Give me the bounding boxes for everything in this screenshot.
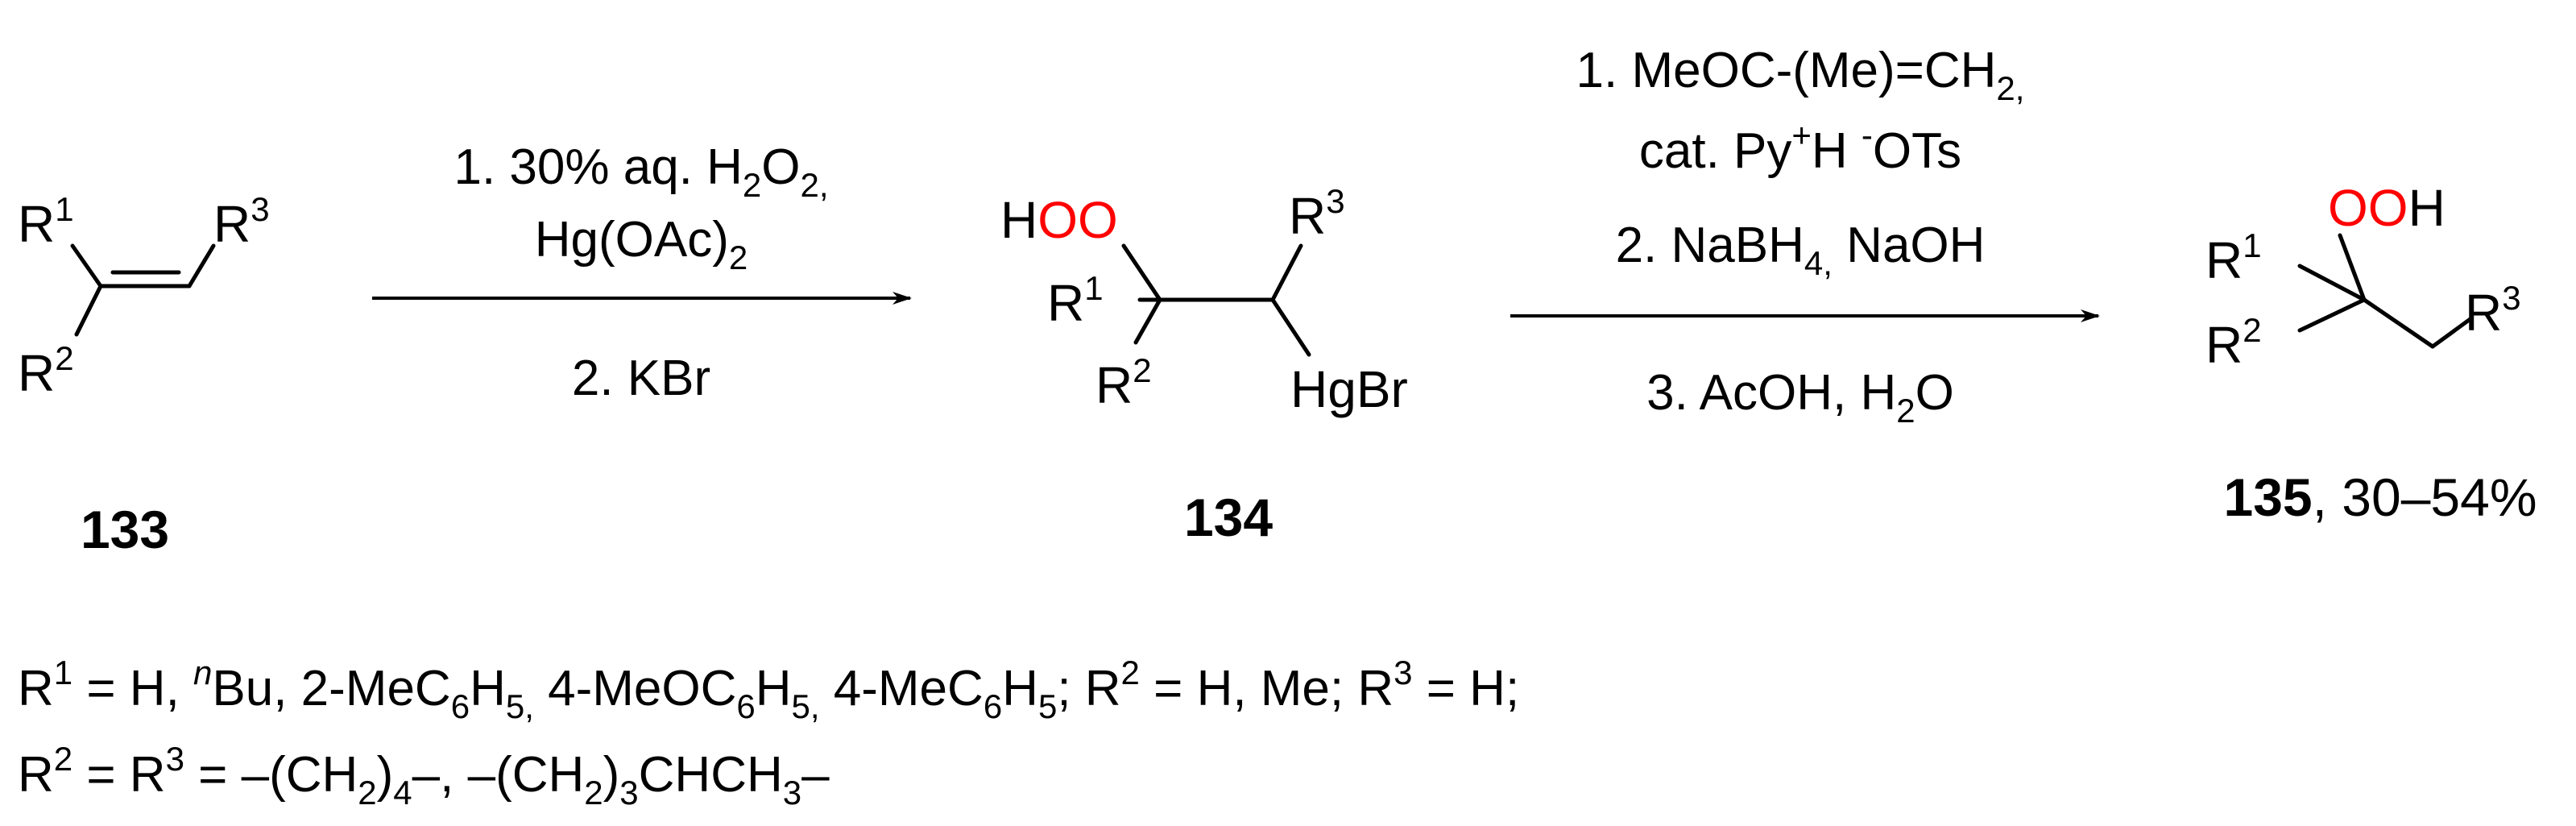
step1-reagent-line3: 2. KBr [572, 351, 710, 406]
label-133-r2: R2 [18, 339, 74, 402]
label-134-hoo: HOO [1000, 191, 1118, 249]
compound-133-structure: R1 R3 R2 [18, 190, 270, 402]
bond-133-c1-r2 [74, 284, 103, 337]
bond-133-c2-r3 [187, 243, 216, 288]
substituent-legend-line1: R1 = H, nBu, 2-MeC6H5, 4-MeOC6H5, 4-MeC6… [18, 654, 1519, 725]
step2-reagent-line3: 2. NaBH4, NaOH [1616, 218, 1986, 282]
bond-135-c2-r3 [2430, 316, 2474, 349]
label-135-r3: R3 [2465, 279, 2521, 342]
label-133-r3: R3 [213, 190, 270, 253]
label-134-r3: R3 [1289, 182, 1345, 245]
bond-135-c1-c2 [2362, 297, 2435, 349]
bond-134-c1-r2 [1133, 297, 1162, 345]
label-133-r1: R1 [18, 190, 74, 253]
compound-133-label: 133 [81, 500, 169, 559]
label-134-r1: R1 [1047, 269, 1104, 332]
bond-134-c2-r3 [1270, 243, 1303, 302]
label-134-r2: R2 [1095, 351, 1152, 414]
step1-reagent-line2: Hg(OAc)2 [535, 212, 748, 276]
label-134-hgbr: HgBr [1290, 360, 1408, 418]
bond-135-r1-c1 [2297, 264, 2367, 302]
step2-reagent-line4: 3. AcOH, H2O [1646, 365, 1954, 430]
bond-134-c2-hg [1270, 297, 1311, 357]
step2-reagent-line1: 1. MeOC-(Me)=CH2, [1576, 43, 2025, 107]
bond-135-r2-c1 [2297, 297, 2367, 333]
bond-134-o-c1 [1121, 243, 1162, 302]
step2-reagent-line2: cat. Py+H -OTs [1639, 116, 1961, 179]
step1-reagent-line1: 1. 30% aq. H2O2, [453, 139, 828, 204]
compound-134-label: 134 [1184, 488, 1273, 547]
label-135-r2: R2 [2205, 311, 2262, 374]
bond-133-r1-c1 [70, 243, 103, 288]
label-135-ooh: OOH [2328, 179, 2446, 237]
substituent-legend-line2: R2 = R3 = –(CH2)4–, –(CH2)3CHCH3– [18, 740, 830, 811]
label-135-r1: R1 [2205, 226, 2262, 289]
bond-135-o-c1 [2338, 233, 2367, 302]
compound-135-structure: OOH R1 R2 R3 [2205, 179, 2521, 374]
compound-134-structure: HOO R1 R2 R3 HgBr [1000, 182, 1408, 418]
compound-135-label: 135, 30–54% [2223, 467, 2537, 527]
